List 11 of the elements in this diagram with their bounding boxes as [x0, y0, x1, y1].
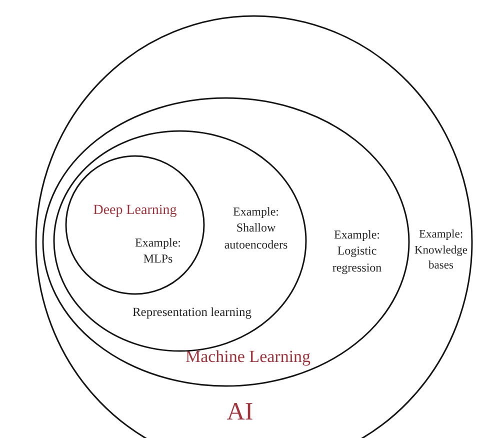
example-text: Example: Logistic regression: [331, 226, 383, 276]
set-label: Deep Learning: [93, 202, 177, 220]
set-label: Machine Learning: [185, 347, 311, 367]
example-text: Example: MLPs: [134, 234, 182, 268]
example-text: Example: Knowledge bases: [413, 228, 468, 274]
set-circle: [65, 155, 205, 295]
set-ellipse: [42, 97, 410, 387]
example-text: Example: Shallow autoencoders: [223, 204, 289, 252]
set-ellipse: [53, 130, 307, 352]
set-label: AI: [226, 398, 254, 428]
set-label: Representation learning: [132, 304, 252, 320]
